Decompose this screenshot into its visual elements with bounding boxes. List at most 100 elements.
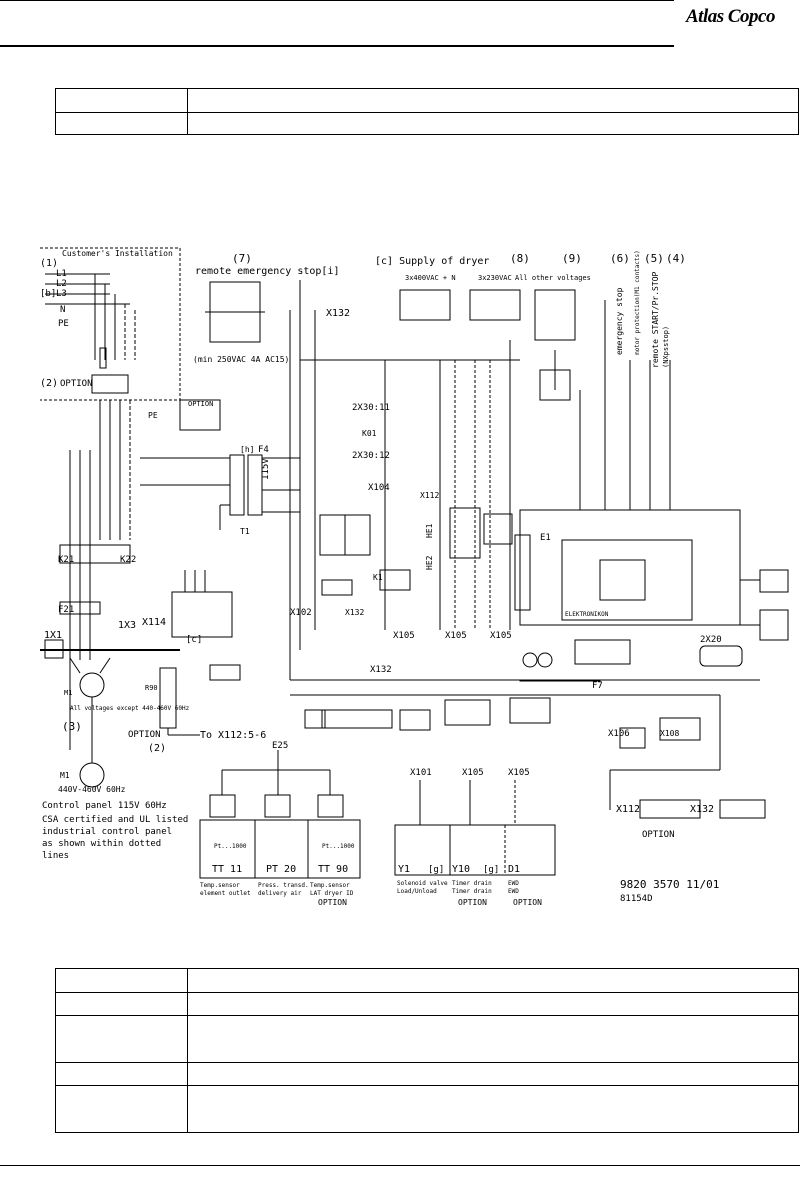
label-x102: X102	[290, 608, 312, 618]
label-x106: X106	[608, 729, 630, 739]
label-e25: E25	[272, 741, 288, 751]
label-option-d1: OPTION	[513, 898, 542, 907]
label-y10-desc1: Timer drain	[452, 880, 492, 887]
label-x105e: X105	[508, 768, 530, 778]
label-n: N	[60, 305, 65, 315]
label-tt11-desc1: Temp.sensor	[200, 882, 240, 889]
label-n7: (7)	[232, 252, 252, 265]
label-x132d: X132	[690, 804, 714, 815]
label-option: OPTION	[60, 379, 93, 389]
label-3x400: 3x400VAC + N	[405, 274, 456, 282]
table-cell	[187, 1085, 799, 1133]
label-min250: (min 250VAC 4A AC15)	[193, 355, 289, 364]
label-n5: (5)	[644, 252, 664, 265]
label-csa-1: CSA certified and UL listed	[42, 815, 188, 825]
table-cell	[55, 992, 188, 1016]
label-tt90-desc2: LAT dryer ID	[310, 890, 354, 897]
doc-number: 9820 3570 11/01	[620, 878, 719, 891]
label-control-panel: Control panel 115V 60Hz	[42, 801, 167, 811]
label-y10-desc2: Timer drain	[452, 888, 492, 895]
label-x105a: X105	[393, 631, 415, 641]
label-motor-protection: motor protection(M1 contacts)	[634, 250, 641, 355]
label-x104: X104	[368, 483, 390, 493]
top-form-table	[55, 88, 799, 135]
label-r90: R90	[145, 684, 158, 692]
label-h: [h]	[240, 445, 254, 454]
label-e1: E1	[540, 533, 551, 543]
table-cell	[187, 968, 799, 993]
label-x112b: X112	[616, 804, 640, 815]
label-d1-desc1: EWD	[508, 880, 519, 887]
label-n2b: (2)	[148, 743, 166, 754]
label-f4: F4	[258, 445, 269, 455]
label-115v: 115V	[261, 458, 271, 480]
label-m1: M1	[64, 689, 72, 697]
label-x105c: X105	[490, 631, 512, 641]
label-x3: 1X3	[118, 620, 136, 631]
label-elektronikon: ELEKTRONIKON	[565, 611, 609, 618]
label-x132b: X132	[345, 608, 364, 617]
label-g2: [g]	[483, 865, 499, 875]
label-all-other: All other voltages	[515, 274, 591, 282]
header-bottom-rule	[0, 45, 674, 47]
label-k1: K1	[373, 573, 383, 582]
label-n6: (6)	[610, 252, 630, 265]
label-k22: K22	[120, 555, 136, 565]
label-2x30-12: 2X30:12	[352, 451, 390, 461]
label-x132c: X132	[370, 665, 392, 675]
label-y1: Y1	[398, 864, 410, 875]
label-remote-estop: remote emergency stop[i]	[195, 266, 340, 277]
label-tt11-desc2: element outlet	[200, 890, 251, 897]
label-2x20: 2X20	[700, 635, 722, 645]
label-option-x112: OPTION	[642, 830, 675, 840]
label-x1: 1X1	[44, 630, 62, 641]
label-csa-4: lines	[42, 851, 69, 861]
label-x114: X114	[142, 617, 166, 628]
label-k01: K01	[362, 429, 377, 438]
label-f7: F7	[592, 681, 603, 691]
label-tt90: TT 90	[318, 864, 348, 875]
table-cell	[55, 968, 188, 993]
table-cell	[187, 992, 799, 1016]
label-x105b: X105	[445, 631, 467, 641]
label-3x230: 3x230VAC	[478, 274, 512, 282]
label-option-top: OPTION	[188, 400, 213, 408]
table-cell	[187, 112, 799, 135]
label-l1: L1	[56, 269, 67, 279]
brand-logo: Atlas Copco	[686, 6, 775, 27]
label-x112: X112	[420, 491, 439, 500]
label-pt1000-b: Pt...1000	[322, 843, 355, 850]
label-pt1000-a: Pt...1000	[214, 843, 247, 850]
label-g1: [g]	[428, 865, 444, 875]
label-supply-dryer: [c] Supply of dryer	[375, 256, 489, 267]
label-d1: D1	[508, 864, 520, 875]
label-m1b: M1	[60, 771, 70, 780]
wiring-diagram: (1) Customer's Installation L1 L2 L3 [b]…	[40, 247, 789, 907]
label-440v: 440V-460V 60Hz	[58, 785, 126, 794]
label-f21: F21	[58, 605, 74, 615]
label-to-x112: To X112:5-6	[200, 730, 266, 741]
table-cell	[55, 112, 188, 135]
label-he2: HE2	[425, 555, 434, 570]
label-x108: X108	[660, 729, 679, 738]
table-cell	[187, 1015, 799, 1063]
label-option-r90: OPTION	[128, 730, 161, 740]
label-2x30-11: 2X30:11	[352, 403, 390, 413]
label-pe: PE	[58, 319, 69, 329]
label-pt20: PT 20	[266, 864, 296, 875]
label-d1-desc2: EWD	[508, 888, 519, 895]
label-l2: L2	[56, 279, 67, 289]
table-cell	[187, 1062, 799, 1086]
label-he1: HE1	[425, 523, 434, 538]
label-y1-desc2: Load/Unload	[397, 888, 437, 895]
label-pe2: PE	[148, 411, 158, 420]
label-emergency-stop: emergency stop	[615, 287, 624, 355]
table-cell	[55, 1085, 188, 1133]
label-csa-2: industrial control panel	[42, 827, 172, 837]
label-y10: Y10	[452, 864, 470, 875]
label-y1-desc1: Solenoid valve	[397, 880, 448, 887]
label-x132: X132	[326, 308, 350, 319]
label-pt20-desc2: delivery air	[258, 890, 302, 897]
label-option-y10: OPTION	[458, 898, 487, 907]
footer-rule	[0, 1165, 800, 1166]
